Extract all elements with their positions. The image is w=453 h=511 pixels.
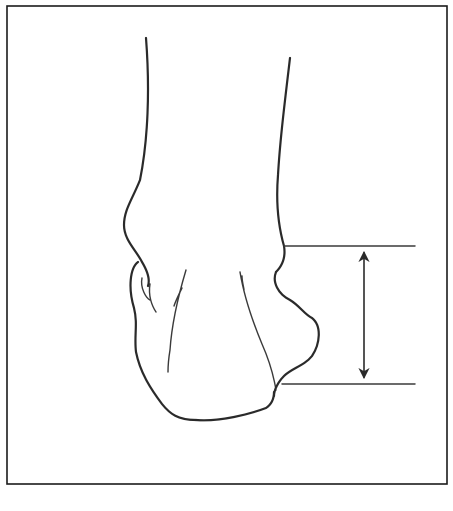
leg-right-outline — [276, 58, 290, 272]
bulb-crease-left-2 — [149, 284, 156, 312]
figure-border — [7, 6, 447, 484]
heel-bulb-left — [131, 262, 196, 420]
leg-left-outline — [124, 38, 149, 286]
hoof-sole-edge — [196, 392, 274, 420]
heel-bulb-right — [274, 272, 319, 396]
frog-line-left-inner — [174, 288, 182, 306]
frog-line-right-inner — [242, 276, 244, 290]
frog-line-right — [240, 272, 276, 390]
frog-line-left — [168, 270, 186, 372]
